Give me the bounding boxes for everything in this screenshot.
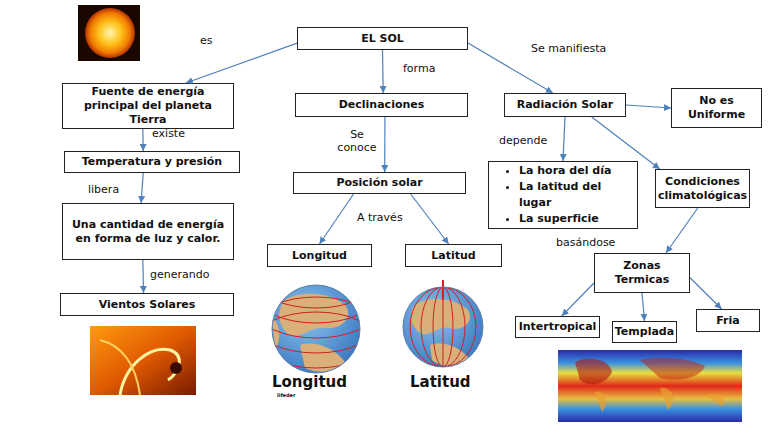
concept-box: Intertropical — [515, 316, 600, 338]
node-text: Templada — [615, 325, 674, 339]
edge-label: libera — [88, 183, 119, 196]
node-text: Vientos Solares — [99, 298, 196, 312]
node-text: Declinaciones — [339, 98, 425, 112]
node-text: Intertropical — [519, 320, 597, 334]
node-text: Posición solar — [336, 176, 422, 190]
concept-box: No es Uniforme — [671, 88, 762, 128]
arrow-connector — [142, 260, 144, 293]
edge-label: Se conoce — [336, 128, 378, 154]
arrow-connector — [642, 293, 645, 321]
concept-box: EL SOL — [297, 27, 468, 50]
edge-label: generando — [150, 268, 209, 281]
edge-label: forma — [403, 62, 435, 75]
node-text: Longitud — [292, 249, 347, 263]
concept-box: La hora del díaLa latitud del lugarLa su… — [488, 161, 638, 229]
solar-flare-image — [90, 326, 196, 395]
thermal-world-map — [558, 350, 742, 422]
concept-box: Condiciones climatológicas — [655, 169, 750, 208]
concept-box: Una cantidad de energía en forma de luz … — [62, 203, 234, 260]
edge-label: basándose — [556, 236, 615, 249]
arrow-connector — [186, 43, 297, 83]
concept-box: Latitud — [405, 244, 502, 267]
list-item: La superficie — [519, 211, 633, 227]
node-text: Fria — [716, 314, 739, 328]
arrow-connector — [382, 50, 384, 93]
list-item: La hora del día — [519, 163, 633, 179]
concept-box: Declinaciones — [295, 93, 468, 117]
arrow-connector — [142, 129, 144, 151]
sun-image — [78, 5, 140, 61]
concept-box: Posición solar — [293, 172, 466, 194]
arrow-connector — [666, 208, 698, 253]
arrow-connector — [141, 173, 143, 203]
node-text: No es Uniforme — [676, 94, 757, 122]
node-text: Radiación Solar — [517, 98, 614, 112]
arrow-connector — [320, 194, 354, 244]
edge-label: existe — [152, 127, 185, 140]
concept-box: Radiación Solar — [504, 93, 626, 117]
arrow-connector — [562, 283, 594, 316]
bullet-list: La hora del díaLa latitud del lugarLa su… — [493, 163, 633, 227]
longitude-globe — [256, 252, 376, 373]
concept-box: Fria — [696, 309, 760, 332]
concept-box: Templada — [612, 321, 677, 343]
node-text: Temperatura y presión — [82, 155, 222, 169]
watermark: lifeder — [277, 392, 295, 398]
concept-box: Longitud — [267, 244, 372, 267]
list-item: La latitud del lugar — [519, 179, 633, 211]
image-label: Longitud — [272, 373, 347, 391]
node-text: Una cantidad de energía en forma de luz … — [67, 218, 229, 246]
concept-box: Vientos Solares — [60, 293, 234, 316]
concept-box: Zonas Termicas — [594, 253, 690, 293]
edge-label: depende — [499, 134, 547, 147]
image-label: A través — [357, 211, 403, 224]
arrow-connector — [563, 117, 565, 161]
image-label: Latitud — [410, 373, 471, 391]
node-text: Zonas Termicas — [599, 259, 685, 287]
concept-box: Temperatura y presión — [64, 151, 240, 173]
arrow-connector — [690, 278, 722, 309]
node-text: EL SOL — [361, 32, 404, 46]
edge-label: Se manifiesta — [531, 42, 606, 55]
concept-box: Fuente de energía principal del planeta … — [62, 83, 234, 129]
arrow-connector — [626, 105, 671, 108]
edge-label: es — [200, 34, 213, 47]
arrow-connector — [384, 117, 385, 172]
node-text: Fuente de energía principal del planeta … — [67, 85, 229, 127]
node-text: Condiciones climatológicas — [658, 175, 747, 203]
arrow-connector — [411, 194, 449, 244]
node-text: Latitud — [431, 249, 475, 263]
latitude-globe — [403, 280, 483, 367]
